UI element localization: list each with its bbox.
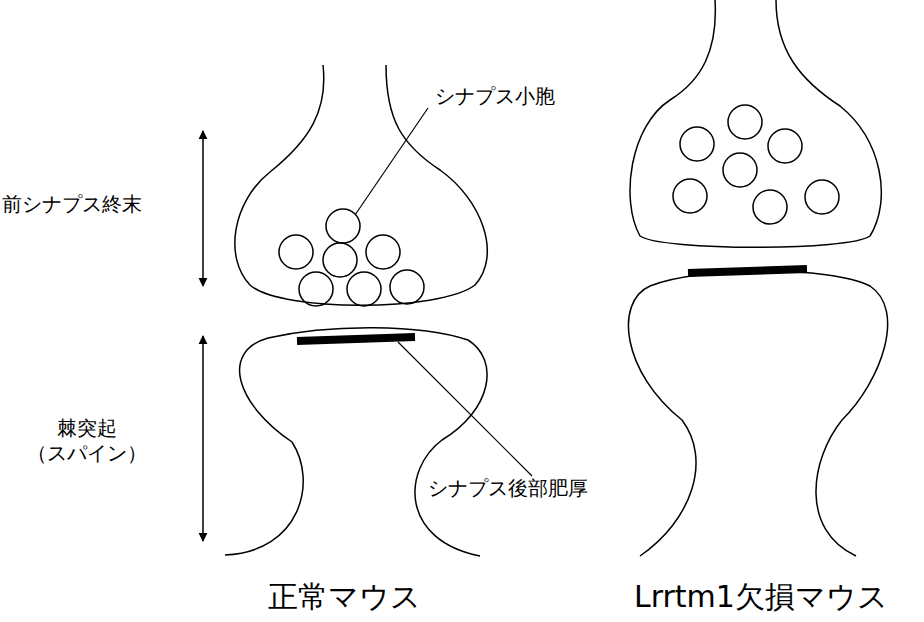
dimension-arrow <box>202 131 204 286</box>
postsynaptic-density <box>297 337 415 341</box>
dendritic-spine <box>225 328 487 556</box>
part-label: 前シナプス終末 <box>2 192 142 217</box>
synaptic-vesicles <box>279 209 424 306</box>
dimension-arrow <box>202 336 204 541</box>
postsynaptic-density <box>688 269 807 273</box>
part-label: シナプス小胞 <box>435 84 555 109</box>
presynaptic-terminal <box>630 0 881 247</box>
caption-label: Lrrtm1欠損マウス <box>634 578 888 616</box>
leader-line <box>398 342 532 476</box>
synaptic-vesicles <box>673 105 839 224</box>
caption-label: 正常マウス <box>268 578 421 616</box>
dendritic-spine <box>628 271 887 556</box>
part-label: 棘突起 （スパイン） <box>22 416 152 466</box>
part-label: シナプス後部肥厚 <box>428 476 588 501</box>
leader-line <box>355 108 428 215</box>
